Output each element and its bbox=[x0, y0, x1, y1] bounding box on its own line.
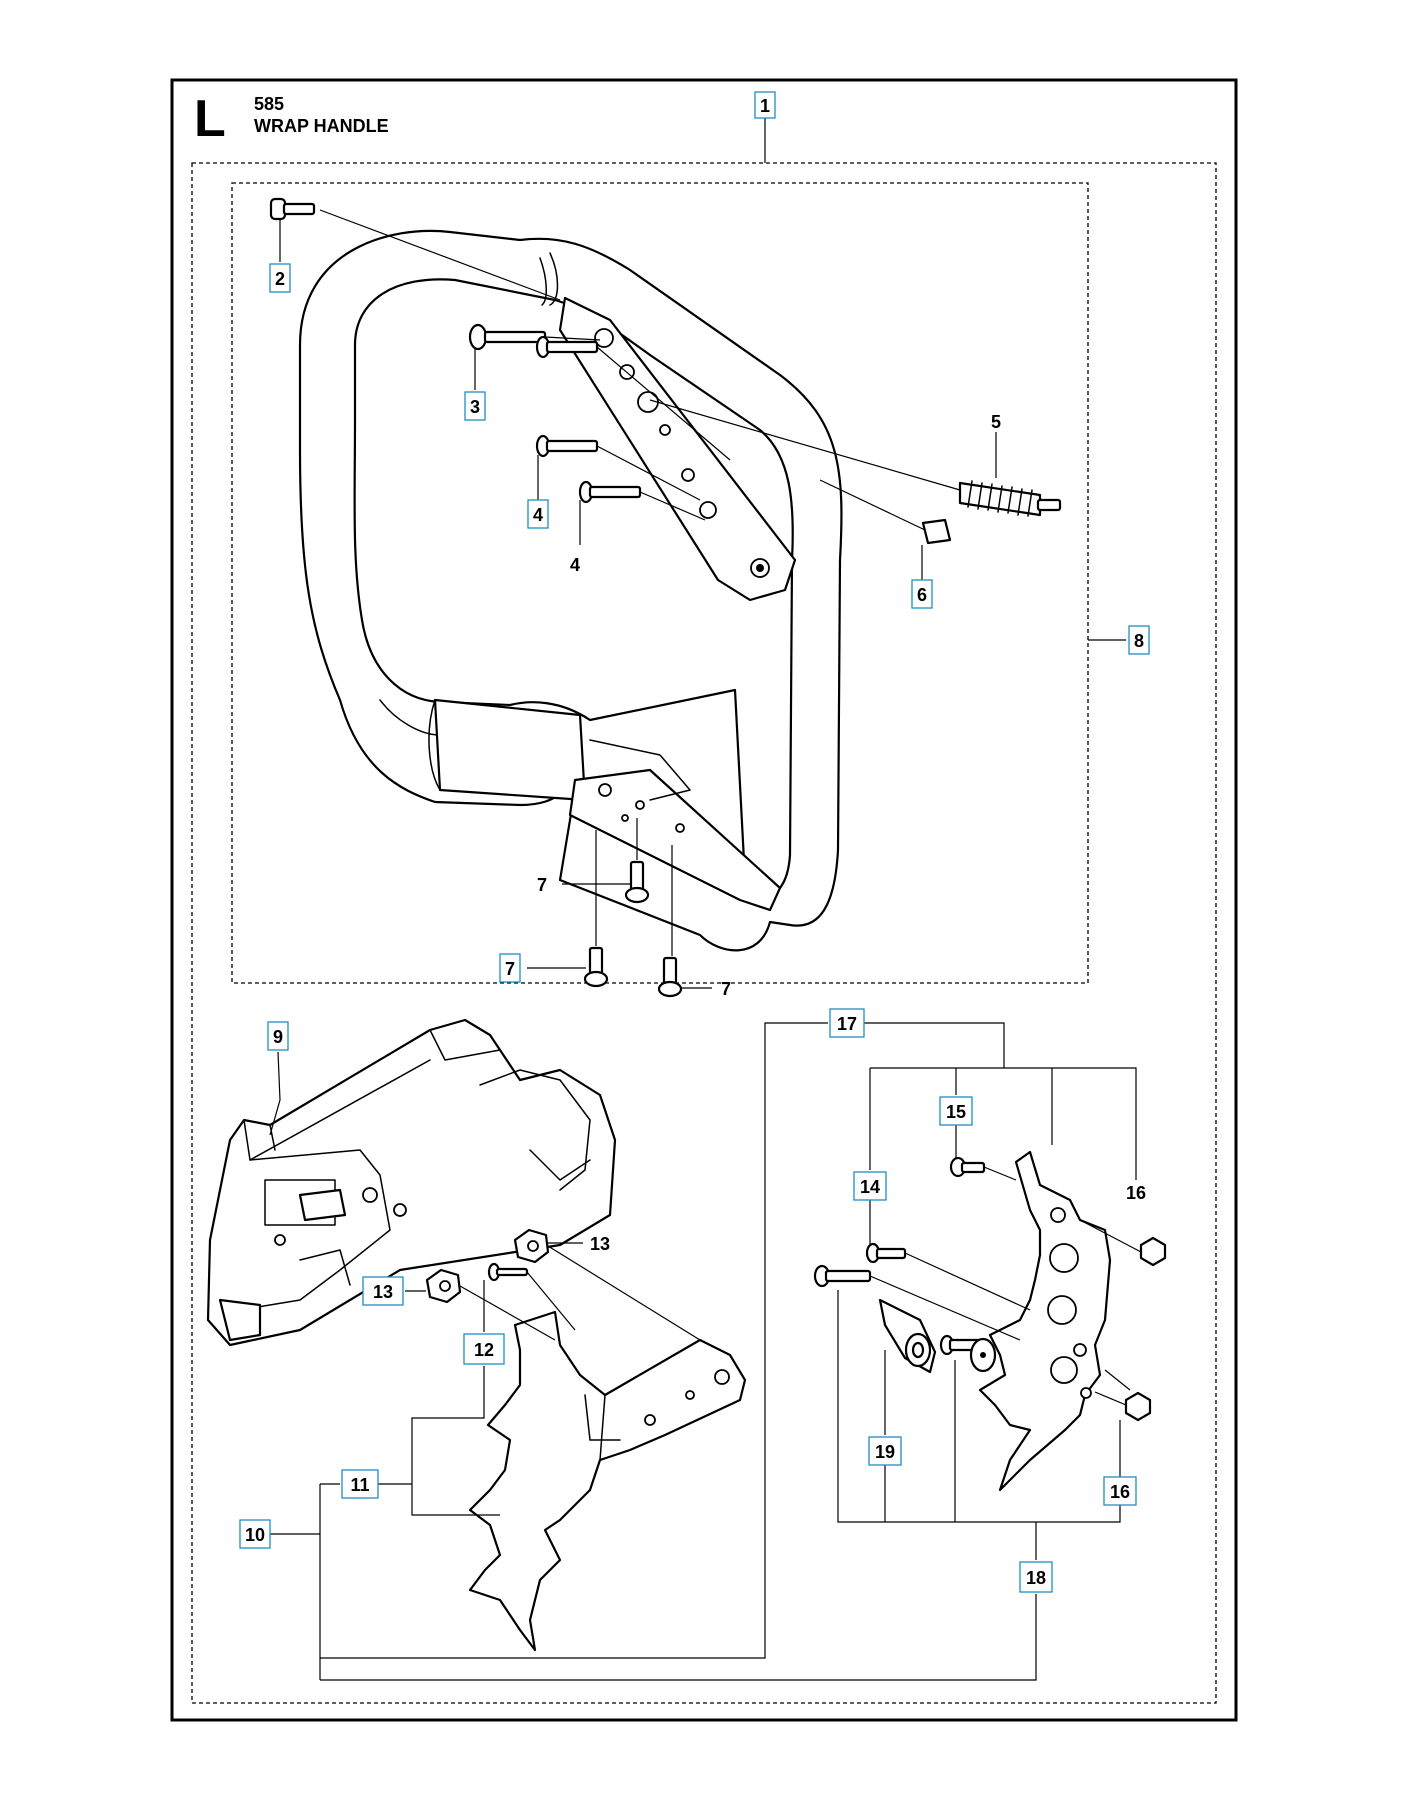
bolt-14-icon bbox=[865, 1242, 907, 1264]
bumper-spike-18-illustration bbox=[813, 1150, 1167, 1492]
leader-lines bbox=[269, 117, 1137, 1681]
callout-16a-label: 16 bbox=[1126, 1183, 1146, 1203]
pin-icon bbox=[939, 1334, 997, 1373]
callout-6-label: 6 bbox=[917, 585, 927, 605]
callout-8-label: 8 bbox=[1134, 631, 1144, 651]
model-number: 585 bbox=[254, 94, 284, 114]
callout-16b-label: 16 bbox=[1110, 1482, 1130, 1502]
nut-16b-icon bbox=[1124, 1391, 1152, 1422]
callout-15[interactable]: 15 bbox=[939, 1096, 973, 1126]
spring-5-icon bbox=[958, 480, 1062, 517]
bolt-4b-icon bbox=[578, 480, 642, 504]
callout-1[interactable]: 1 bbox=[754, 91, 776, 119]
callout-3[interactable]: 3 bbox=[464, 391, 486, 421]
callout-10[interactable]: 10 bbox=[239, 1519, 271, 1549]
callout-2[interactable]: 2 bbox=[269, 263, 291, 293]
callout-4a-label: 4 bbox=[533, 505, 543, 525]
screw-7a-icon bbox=[624, 860, 650, 904]
callout-6[interactable]: 6 bbox=[911, 579, 933, 609]
callout-18[interactable]: 18 bbox=[1019, 1561, 1053, 1593]
assembly-box-8 bbox=[231, 182, 1089, 984]
callout-17[interactable]: 17 bbox=[829, 1008, 865, 1038]
callout-1-label: 1 bbox=[760, 96, 770, 116]
callout-18-label: 18 bbox=[1026, 1568, 1046, 1588]
square-nut-6-icon bbox=[921, 518, 952, 545]
callout-11[interactable]: 11 bbox=[341, 1469, 379, 1499]
long-bolt-icon bbox=[813, 1264, 872, 1288]
callout-13a[interactable]: 13 bbox=[362, 1276, 404, 1306]
callout-9-label: 9 bbox=[273, 1027, 283, 1047]
callout-12[interactable]: 12 bbox=[463, 1333, 505, 1365]
screw-7c-icon bbox=[657, 956, 683, 998]
callout-11-label: 11 bbox=[350, 1475, 369, 1495]
nut-16a-icon bbox=[1139, 1236, 1167, 1267]
bolt-4-upper-icon bbox=[535, 335, 599, 359]
callout-8[interactable]: 8 bbox=[1128, 625, 1150, 655]
callout-19[interactable]: 19 bbox=[868, 1436, 902, 1466]
callout-14[interactable]: 14 bbox=[853, 1171, 887, 1201]
callout-10-label: 10 bbox=[245, 1525, 265, 1545]
page-title: WRAP HANDLE bbox=[254, 116, 389, 136]
callout-19-label: 19 bbox=[875, 1442, 895, 1462]
bumper-spike-11-illustration bbox=[425, 1228, 747, 1652]
screw-7b-icon bbox=[583, 946, 609, 988]
section-letter: L bbox=[194, 90, 226, 148]
bolt-3-icon bbox=[468, 323, 547, 351]
page-frame bbox=[170, 78, 1238, 1722]
callout-17-label: 17 bbox=[837, 1014, 857, 1034]
assembly-box-1 bbox=[191, 162, 1217, 1704]
callout-13a-label: 13 bbox=[373, 1282, 393, 1302]
callout-13b-label: 13 bbox=[590, 1234, 610, 1254]
callout-2-label: 2 bbox=[275, 269, 285, 289]
callout-3-label: 3 bbox=[470, 397, 480, 417]
callout-7a-label: 7 bbox=[537, 875, 547, 895]
callout-4a[interactable]: 4 bbox=[527, 499, 549, 529]
screw-12-icon bbox=[487, 1262, 529, 1282]
callout-7b[interactable]: 7 bbox=[499, 953, 521, 983]
bolt-2-icon bbox=[269, 197, 316, 221]
bolt-4a-icon bbox=[535, 434, 599, 458]
callout-14-label: 14 bbox=[860, 1177, 880, 1197]
callout-15-label: 15 bbox=[946, 1102, 966, 1122]
callout-5-label: 5 bbox=[991, 412, 1001, 432]
callout-12-label: 12 bbox=[474, 1340, 494, 1360]
callout-7b-label: 7 bbox=[505, 959, 515, 979]
callout-7c-label: 7 bbox=[721, 979, 731, 999]
spacer-19-icon bbox=[878, 1298, 937, 1374]
wrap-handle-illustration bbox=[269, 197, 1062, 998]
nut-13a-icon bbox=[425, 1268, 462, 1304]
header: L 585 WRAP HANDLE bbox=[194, 90, 389, 148]
nut-13b-icon bbox=[513, 1228, 550, 1264]
callout-4b-label: 4 bbox=[570, 555, 580, 575]
callout-9[interactable]: 9 bbox=[267, 1021, 289, 1051]
bolt-15-icon bbox=[949, 1156, 986, 1178]
chain-brake-cover-illustration bbox=[206, 1018, 617, 1347]
callout-16b[interactable]: 16 bbox=[1103, 1476, 1137, 1506]
